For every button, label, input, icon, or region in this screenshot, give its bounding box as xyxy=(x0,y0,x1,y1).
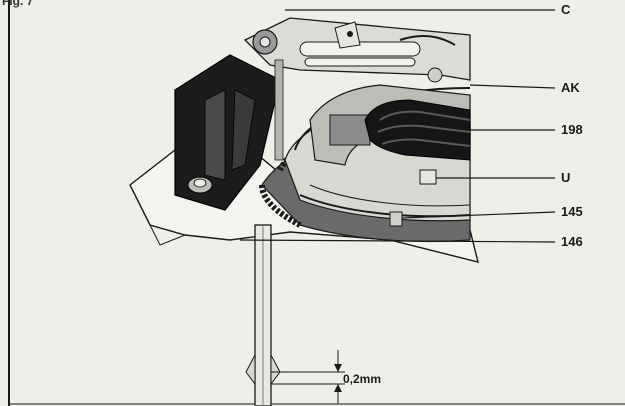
leader-line-145 xyxy=(401,211,556,219)
top-bracket xyxy=(243,17,471,83)
vertical-shaft xyxy=(245,224,281,406)
spring-pack xyxy=(364,99,471,161)
figure-caption: Fig. 7 xyxy=(2,0,34,8)
label-198: 198 xyxy=(561,122,583,137)
label-145: 145 xyxy=(561,204,583,219)
label-u: U xyxy=(561,170,571,185)
leader-lines xyxy=(239,9,556,243)
label-ak: AK xyxy=(561,80,580,95)
base-plate-edge xyxy=(149,224,186,246)
black-block xyxy=(174,54,284,211)
label-146: 146 xyxy=(561,234,583,249)
leader-line-ak xyxy=(469,84,556,89)
label-c: C xyxy=(561,2,571,17)
dimension-label: 0,2mm xyxy=(343,372,382,386)
leader-line-146 xyxy=(239,239,556,243)
clearance-dimension xyxy=(271,350,345,404)
